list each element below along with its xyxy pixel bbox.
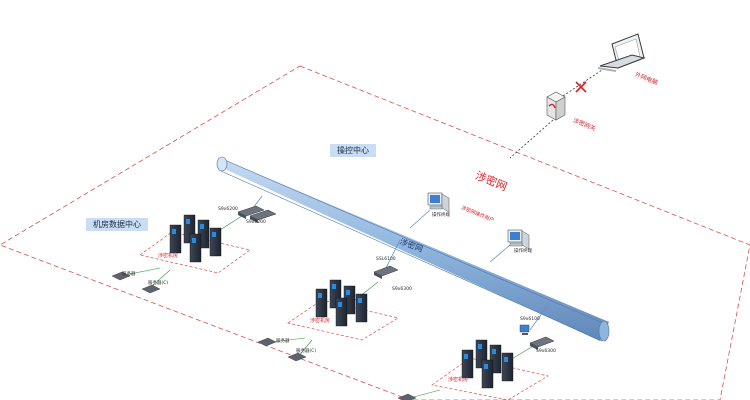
switch-icon	[249, 209, 277, 223]
zone-3-device-link	[409, 389, 441, 399]
zone-3-uplink	[529, 304, 549, 331]
zone-2-label: 涉密机房	[310, 318, 331, 324]
operator-2-label: 操作终端	[514, 249, 532, 254]
data-center-label: 机房数据中心	[86, 218, 148, 231]
switch-3a-label: S9x6100	[520, 317, 540, 322]
switch-icon	[529, 336, 555, 350]
device-1b-label: 服务器(C)	[148, 281, 169, 286]
device-2a-label: 服务器	[276, 339, 290, 344]
external-link	[562, 69, 603, 97]
device-1a-label: 服务器	[122, 272, 136, 277]
switch-3b-label: S9x6300	[536, 349, 556, 354]
switch-2b-label: S9x6300	[392, 287, 412, 292]
device-2b-label: 服务器(C)	[296, 349, 317, 354]
gateway-link	[509, 119, 554, 159]
workstation-icon	[519, 324, 530, 335]
classified-zone-boundary	[0, 65, 750, 400]
switch-1a-label: S9x6200	[218, 207, 238, 212]
switch-2a-label: SSL6100	[376, 257, 396, 262]
switch-icon	[111, 271, 131, 281]
zone-1-label: 涉密机房	[158, 253, 179, 259]
zone-1-device-link-2	[149, 269, 171, 289]
gateway-icon	[546, 91, 566, 121]
zone-3-label: 涉密机房	[448, 377, 469, 383]
zone-2-boundary	[287, 299, 399, 341]
control-center-label: 操控中心	[330, 144, 376, 157]
blocked-x-icon	[575, 81, 587, 93]
zone-1-boundary	[139, 231, 251, 274]
switch-icon	[257, 337, 277, 347]
zone-3-link	[509, 344, 536, 361]
workstation-icon	[507, 229, 530, 250]
operator-link-2	[489, 244, 511, 263]
switch-1b-label: S9x6200	[246, 220, 266, 225]
switch-icon	[373, 265, 399, 279]
server-rack-icon	[461, 339, 514, 389]
laptop-icon	[598, 33, 646, 72]
server-rack-icon	[169, 214, 222, 263]
switch-icon	[397, 393, 417, 400]
operator-link-1	[409, 209, 431, 229]
switch-icon	[141, 284, 161, 294]
workstation-icon	[427, 192, 450, 213]
zone-3-boundary	[431, 357, 549, 400]
zone-2-device-link	[271, 337, 306, 343]
switch-icon	[237, 205, 265, 219]
server-rack-icon	[315, 279, 368, 327]
zone-1-device-link	[124, 267, 161, 276]
zone-2-uplink	[384, 239, 401, 271]
network-backbone-pipe	[216, 156, 610, 342]
switch-icon	[287, 352, 307, 362]
zone-1-link	[219, 213, 246, 231]
operator-1-label: 操作终端	[432, 213, 450, 218]
